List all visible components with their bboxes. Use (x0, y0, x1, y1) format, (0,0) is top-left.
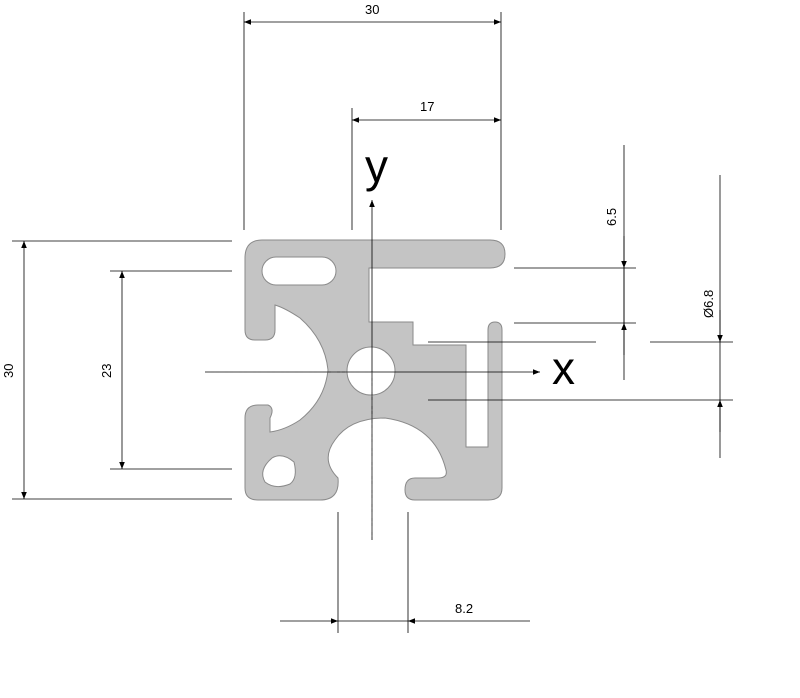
dim-half-offset: 17 (351, 99, 501, 230)
dim-bore-diameter-label: Ø6.8 (701, 290, 716, 318)
center-bore (346, 346, 396, 396)
dim-slot-width: 8.2 (280, 512, 530, 633)
dim-overall-width-label: 30 (365, 2, 379, 17)
dim-overall-height: 30 (1, 240, 232, 500)
dim-slot-depth: 6.5 (514, 145, 636, 380)
dim-slot-width-label: 8.2 (455, 601, 473, 616)
upper-cavity (261, 256, 337, 286)
lower-cavity (262, 455, 296, 488)
dim-inner-height-label: 23 (99, 364, 114, 378)
dim-half-offset-label: 17 (420, 99, 434, 114)
dim-bore-diameter: Ø6.8 (428, 175, 733, 458)
x-axis-label: x (552, 342, 575, 394)
dim-slot-depth-label: 6.5 (604, 208, 619, 226)
axes: y x (205, 140, 575, 540)
dim-overall-width: 30 (243, 2, 502, 230)
y-axis-label: y (365, 140, 388, 192)
aluminium-profile (244, 239, 506, 501)
dim-overall-height-label: 30 (1, 364, 16, 378)
dim-inner-height: 23 (99, 270, 232, 470)
